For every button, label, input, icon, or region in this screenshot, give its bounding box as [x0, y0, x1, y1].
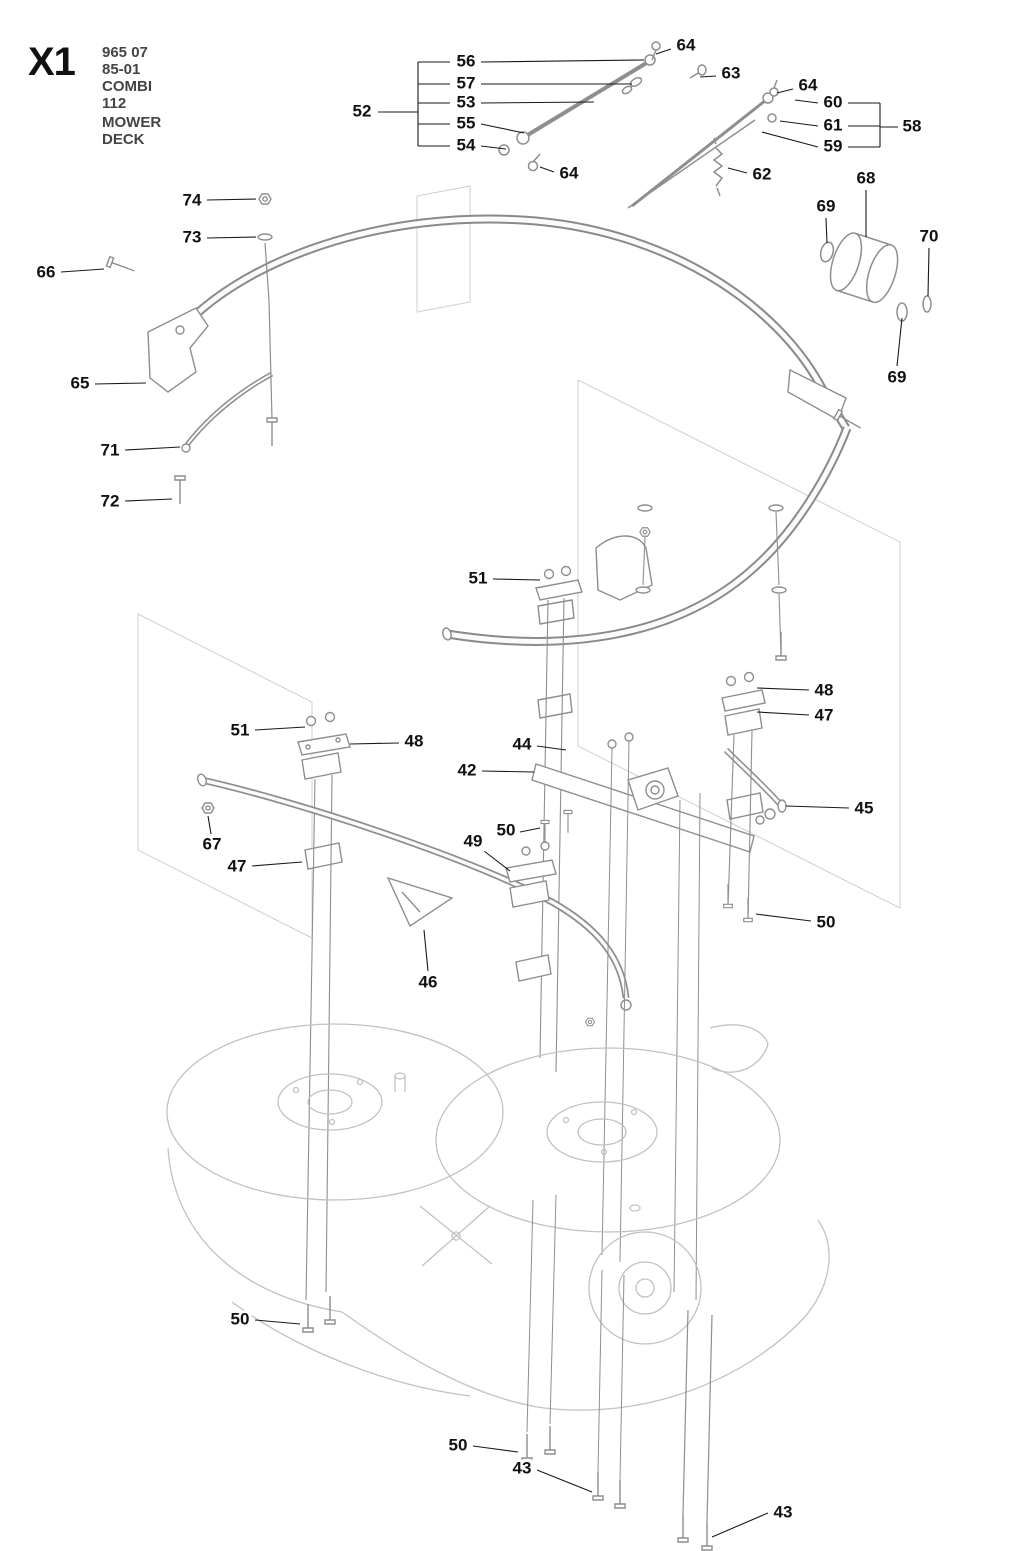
leader-line	[206, 198, 257, 201]
mower-deck-outline	[166, 1023, 830, 1411]
leader-line	[761, 131, 819, 148]
leader-line	[480, 145, 507, 150]
leader-line	[349, 742, 400, 745]
roller-wheel	[819, 232, 932, 322]
leader-line	[207, 815, 212, 835]
leader-line	[756, 711, 810, 716]
leader-line	[423, 929, 429, 972]
front-lift-bar	[197, 773, 632, 1027]
leader-line	[785, 805, 850, 809]
leader-line	[711, 1512, 769, 1538]
bottom-bolts	[302, 1194, 713, 1551]
leader-line	[825, 217, 828, 244]
leader-line	[254, 726, 306, 731]
leader-line	[94, 382, 147, 385]
leader-line	[727, 167, 748, 174]
leader-line	[536, 1469, 593, 1493]
leader-line	[896, 317, 903, 367]
leader-line	[492, 578, 541, 581]
diagram-subtitle: MOWER DECK	[102, 114, 162, 148]
leader-line	[481, 770, 535, 773]
leader-line	[756, 687, 810, 691]
leader-line	[539, 166, 555, 173]
left-clamp-group	[297, 711, 351, 1301]
leader-line	[794, 99, 819, 104]
leader-line	[776, 88, 794, 94]
leader-line	[206, 236, 257, 239]
leader-line	[699, 75, 717, 78]
leader-line	[480, 101, 595, 104]
leader-line	[254, 1319, 301, 1325]
center-mount	[535, 504, 787, 1073]
leader-line	[655, 48, 672, 55]
linkage-rods	[498, 41, 779, 209]
leader-line	[480, 123, 525, 134]
leader-line	[779, 120, 819, 127]
leader-line	[124, 498, 173, 502]
leader-line	[124, 446, 181, 451]
figure-id: X1	[28, 40, 76, 84]
leader-line	[60, 268, 105, 273]
leader-line	[536, 745, 567, 751]
front-bracket	[105, 193, 278, 505]
support-bar-assembly	[531, 671, 787, 1301]
title-block: 965 07 85-01 COMBI 112 MOWER DECK	[102, 44, 161, 148]
diagram-title: 965 07 85-01 COMBI 112	[102, 44, 152, 112]
leader-line	[927, 247, 930, 297]
leader-line	[251, 861, 303, 867]
leader-line	[755, 913, 812, 922]
leader-line	[519, 827, 541, 833]
leader-line	[480, 59, 645, 63]
leader-line	[472, 1445, 519, 1453]
leader-line	[483, 850, 511, 872]
